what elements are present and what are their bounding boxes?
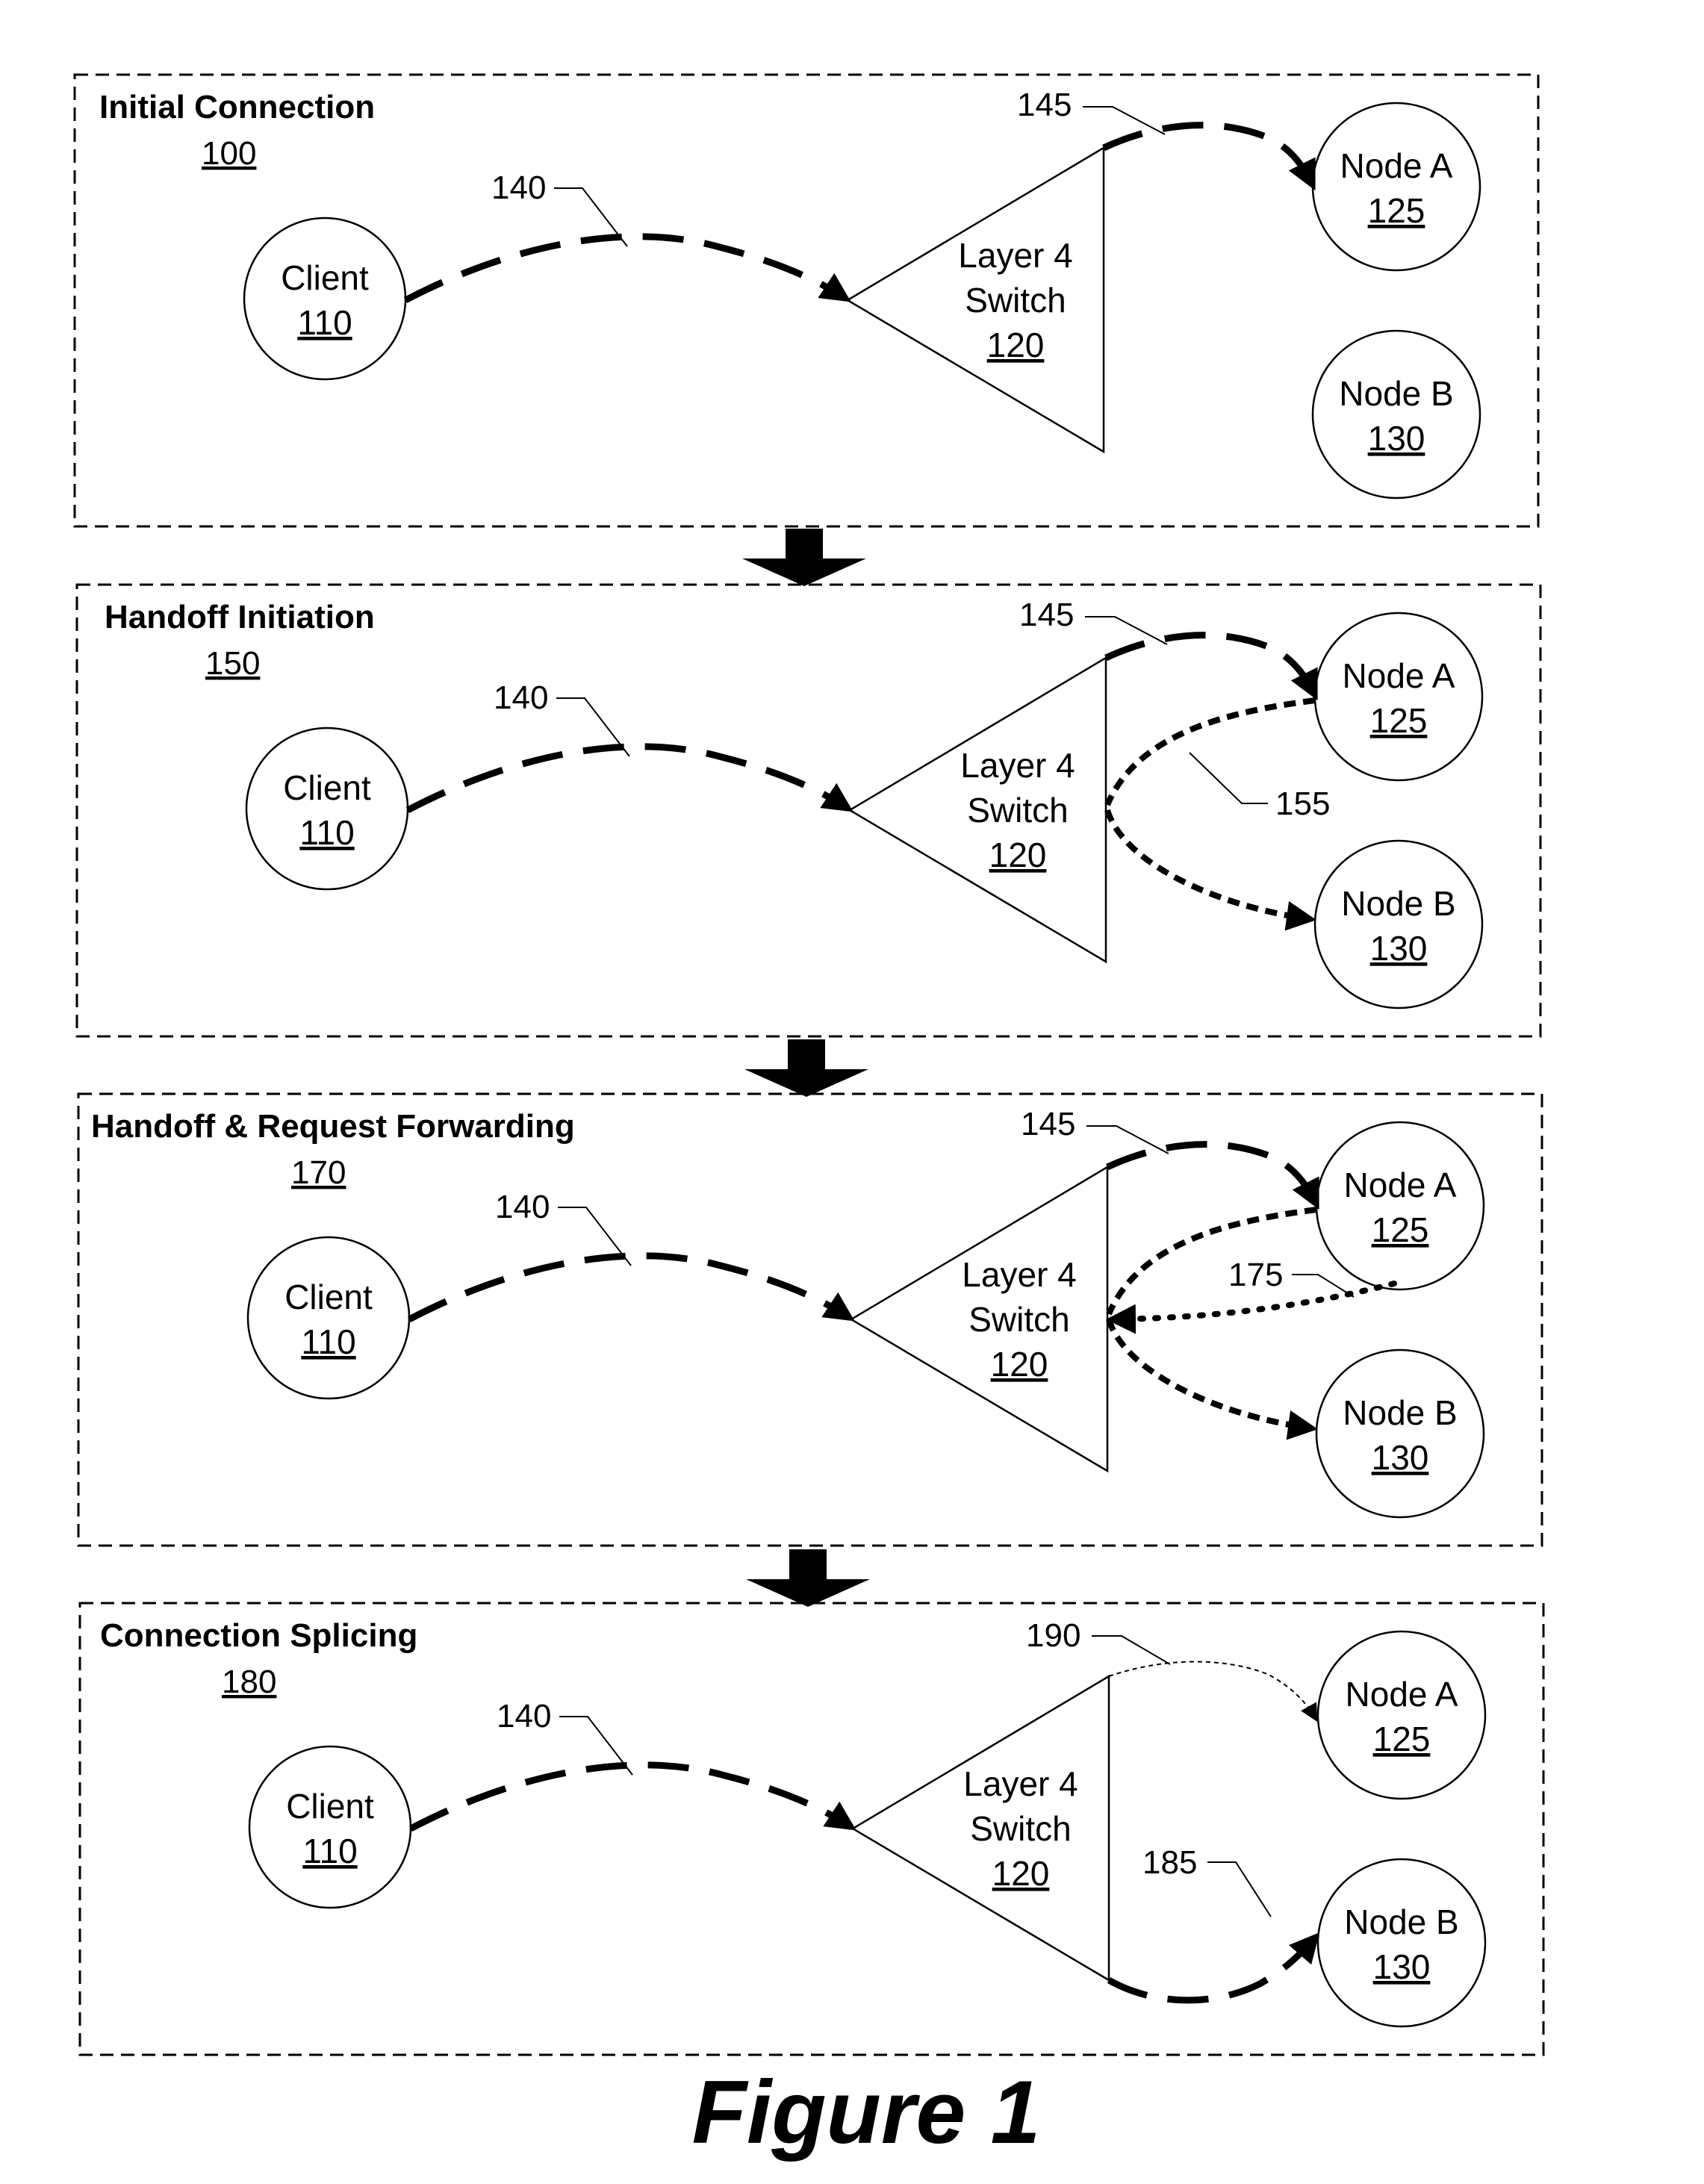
callout-leader-175 xyxy=(1292,1275,1354,1297)
switch-ref: 120 xyxy=(989,836,1047,874)
client-switch-connection xyxy=(409,1256,850,1319)
switch-label-line2: Switch xyxy=(967,791,1068,830)
panel-initial-connection: Initial Connection 100 Client 110 Layer … xyxy=(75,75,1538,526)
switch-node-a-connection xyxy=(1104,125,1313,185)
node-b-circle xyxy=(1313,331,1480,498)
old-connection-to-node-a xyxy=(1109,1661,1316,1719)
client-label: Client xyxy=(283,768,371,807)
node-b-label: Node B xyxy=(1341,884,1455,923)
callout-leader-185 xyxy=(1207,1862,1271,1917)
callout-leader-190 xyxy=(1092,1636,1170,1664)
switch-node-a-connection xyxy=(1107,1145,1316,1204)
callout-175: 175 xyxy=(1228,1257,1283,1293)
client-circle xyxy=(249,1746,411,1908)
node-a-ref: 125 xyxy=(1370,701,1428,740)
client-label: Client xyxy=(284,1278,373,1316)
client-ref: 110 xyxy=(302,1832,357,1870)
node-b-label: Node B xyxy=(1339,374,1453,413)
callout-140: 140 xyxy=(491,169,546,206)
transition-arrow xyxy=(746,1549,870,1607)
panel-ref: 100 xyxy=(202,135,256,172)
node-a-ref: 125 xyxy=(1373,1720,1431,1758)
figure-caption: Figure 1 xyxy=(692,2062,1041,2162)
callout-185: 185 xyxy=(1142,1844,1197,1881)
panel-title: Handoff Initiation xyxy=(105,599,375,635)
callout-155: 155 xyxy=(1275,785,1330,822)
node-a-circle xyxy=(1313,103,1480,270)
callout-145: 145 xyxy=(1021,1106,1075,1142)
panel-handoff-request-forwarding: Handoff & Request Forwarding 170 Client … xyxy=(78,1094,1542,1546)
node-b-ref: 130 xyxy=(1372,1438,1429,1477)
callout-leader-145 xyxy=(1086,1126,1169,1154)
panel-title: Initial Connection xyxy=(99,89,375,125)
node-b-ref: 130 xyxy=(1373,1947,1431,1986)
switch-ref: 120 xyxy=(987,326,1045,364)
client-circle xyxy=(246,728,408,889)
client-switch-connection xyxy=(405,237,846,300)
client-label: Client xyxy=(281,258,369,297)
node-a-label: Node A xyxy=(1340,146,1453,185)
client-switch-connection xyxy=(408,747,848,810)
client-circle xyxy=(248,1237,409,1399)
client-ref: 110 xyxy=(297,303,352,342)
switch-label-line2: Switch xyxy=(965,281,1066,320)
transition-arrow xyxy=(744,1039,868,1097)
switch-node-a-connection xyxy=(1106,635,1315,695)
handoff-to-node-b xyxy=(1109,1319,1312,1428)
node-b-ref: 130 xyxy=(1368,419,1425,458)
client-ref: 110 xyxy=(301,1322,355,1361)
node-b-label: Node B xyxy=(1343,1393,1457,1432)
switch-label-line1: Layer 4 xyxy=(963,1764,1078,1803)
switch-label-line2: Switch xyxy=(968,1300,1069,1339)
node-b-circle xyxy=(1315,841,1482,1008)
node-b-ref: 130 xyxy=(1370,929,1428,968)
node-a-label: Node A xyxy=(1344,1166,1457,1204)
panel-ref: 170 xyxy=(291,1154,346,1191)
node-b-circle xyxy=(1316,1350,1484,1517)
panel-title: Handoff & Request Forwarding xyxy=(91,1108,575,1145)
node-b-circle xyxy=(1318,1859,1485,2026)
panel-ref: 150 xyxy=(205,645,260,682)
node-a-label: Node A xyxy=(1346,1675,1458,1714)
callout-145: 145 xyxy=(1019,597,1074,633)
callout-leader-145 xyxy=(1085,617,1167,644)
panel-title: Connection Splicing xyxy=(100,1617,417,1654)
node-a-ref: 125 xyxy=(1368,191,1425,230)
switch-ref: 120 xyxy=(991,1345,1048,1384)
switch-label-line1: Layer 4 xyxy=(958,236,1072,275)
node-b-label: Node B xyxy=(1344,1903,1458,1941)
switch-label-line1: Layer 4 xyxy=(962,1255,1076,1294)
switch-label-line2: Switch xyxy=(970,1809,1071,1848)
switch-ref: 120 xyxy=(992,1854,1050,1893)
switch-label-line1: Layer 4 xyxy=(960,746,1075,785)
callout-140: 140 xyxy=(495,1189,550,1225)
panel-ref: 180 xyxy=(222,1664,276,1700)
panel-connection-splicing: Connection Splicing 180 Client 110 Layer… xyxy=(80,1603,1543,2055)
client-label: Client xyxy=(286,1787,374,1826)
callout-leader-145 xyxy=(1083,107,1165,134)
node-a-ref: 125 xyxy=(1372,1210,1429,1249)
node-a-label: Node A xyxy=(1343,656,1455,695)
handoff-from-node-a xyxy=(1109,1210,1316,1314)
handoff-to-node-b xyxy=(1107,810,1310,919)
callout-140: 140 xyxy=(497,1698,551,1735)
client-ref: 110 xyxy=(299,813,354,852)
node-a-circle xyxy=(1316,1122,1484,1289)
callout-190: 190 xyxy=(1026,1617,1080,1654)
transition-arrow xyxy=(742,529,866,586)
node-a-circle xyxy=(1318,1631,1485,1799)
node-a-circle xyxy=(1315,613,1482,780)
callout-145: 145 xyxy=(1017,87,1072,123)
panel-handoff-initiation: Handoff Initiation 150 Client 110 Layer … xyxy=(77,585,1540,1036)
client-switch-connection xyxy=(411,1765,851,1829)
callout-140: 140 xyxy=(494,679,548,716)
client-circle xyxy=(244,218,405,379)
callout-leader-155 xyxy=(1190,753,1268,803)
spliced-connection-to-node-b xyxy=(1109,1937,1316,2000)
